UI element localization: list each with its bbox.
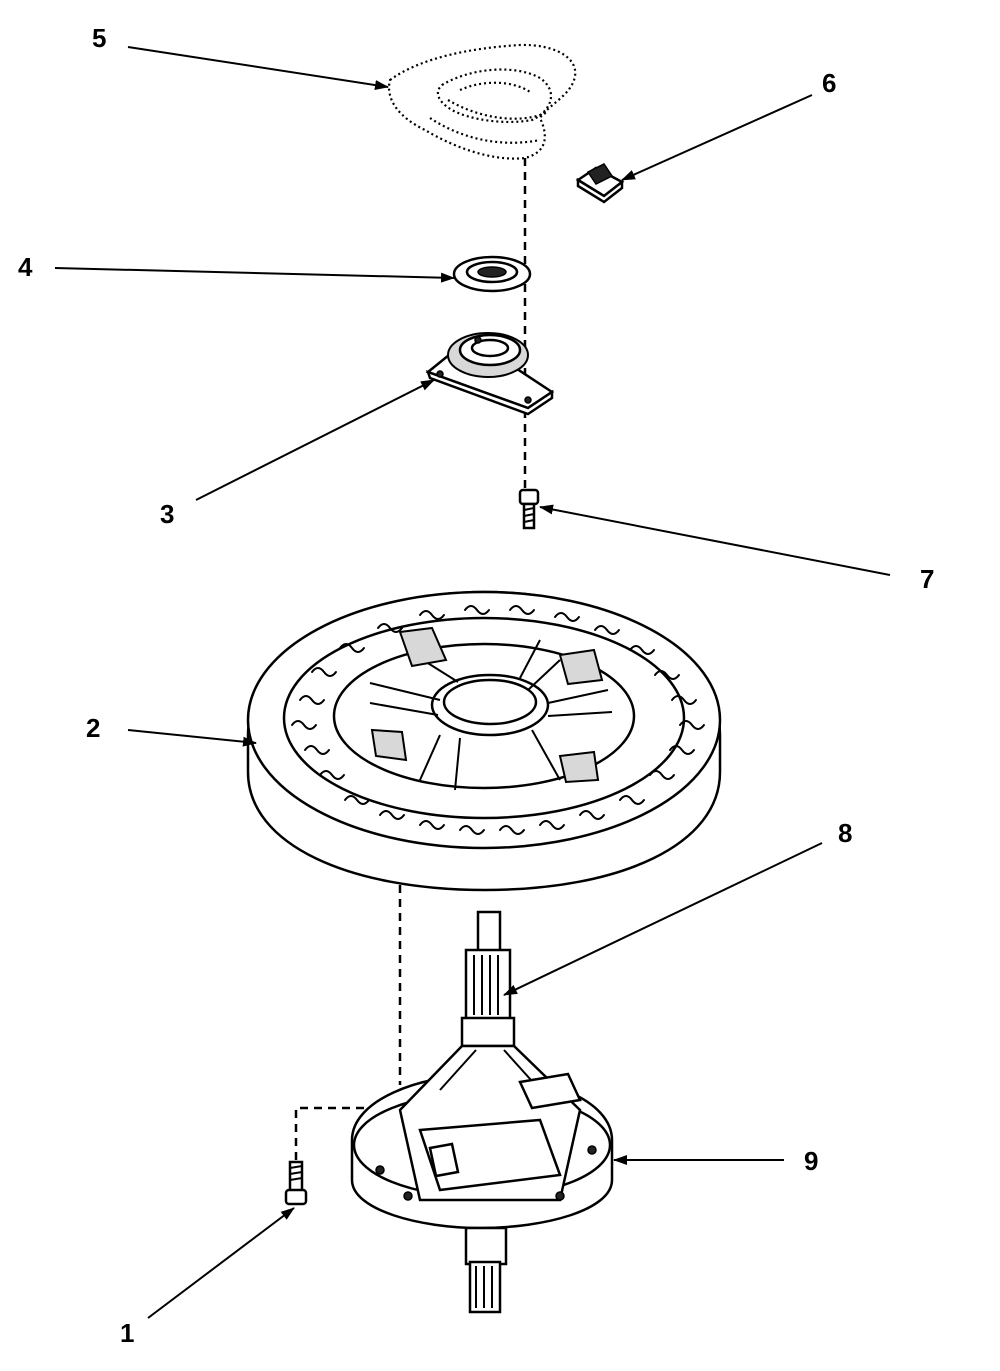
callout-7: 7 <box>920 564 934 594</box>
part-6-clip <box>575 163 625 204</box>
leader-4 <box>54 267 455 283</box>
part-8-shaft <box>460 910 516 1048</box>
callout-9: 9 <box>804 1146 818 1176</box>
screw-1-alignment <box>294 1106 370 1160</box>
part-2-tub-ring <box>246 590 722 892</box>
leader-7 <box>539 504 891 576</box>
leader-5 <box>127 46 389 90</box>
callout-5: 5 <box>92 23 106 53</box>
part-1-bolt <box>284 1160 308 1206</box>
rim-texture <box>291 605 705 835</box>
callout-1: 1 <box>120 1318 134 1348</box>
part-4-seal-ring <box>452 255 532 293</box>
callout-2: 2 <box>86 713 100 743</box>
part-3-bearing-housing <box>425 332 555 416</box>
part-7-screw <box>518 488 540 530</box>
leader-6 <box>621 94 813 181</box>
leader-1 <box>147 1207 295 1319</box>
part-9-gearcase <box>350 1044 614 1314</box>
callout-3: 3 <box>160 499 174 529</box>
callout-8: 8 <box>838 818 852 848</box>
leader-8 <box>503 842 823 996</box>
leader-2 <box>127 729 257 747</box>
callout-6: 6 <box>822 68 836 98</box>
part-5-boot <box>387 43 577 160</box>
callout-4: 4 <box>18 252 33 282</box>
leader-3 <box>195 379 435 501</box>
